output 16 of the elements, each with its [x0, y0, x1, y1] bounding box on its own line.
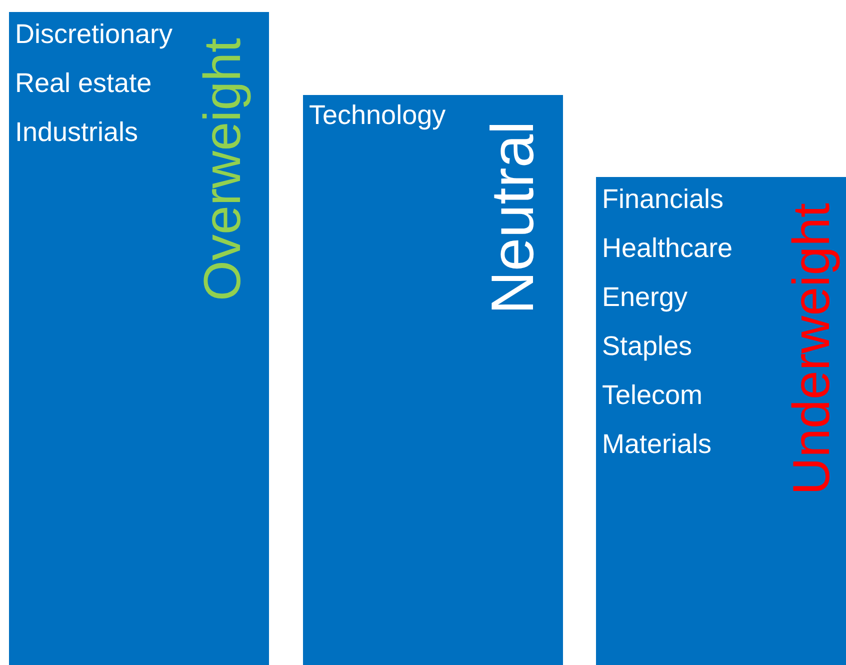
sector-label: Materials — [602, 428, 712, 460]
rating-column — [596, 177, 846, 665]
sector-label: Real estate — [15, 67, 152, 99]
rating-column — [9, 12, 269, 665]
sector-label: Telecom — [602, 379, 703, 411]
sector-label: Energy — [602, 281, 688, 313]
rating-heading: Underweight — [786, 203, 838, 495]
sector-label: Technology — [309, 99, 446, 131]
rating-heading: Neutral — [483, 121, 543, 314]
sector-label: Financials — [602, 183, 724, 215]
sector-label: Industrials — [15, 116, 138, 148]
sector-label: Healthcare — [602, 232, 733, 264]
sector-label: Staples — [602, 330, 692, 362]
sector-label: Discretionary — [15, 18, 173, 50]
rating-heading: Overweight — [197, 38, 249, 301]
rating-column — [303, 95, 563, 665]
